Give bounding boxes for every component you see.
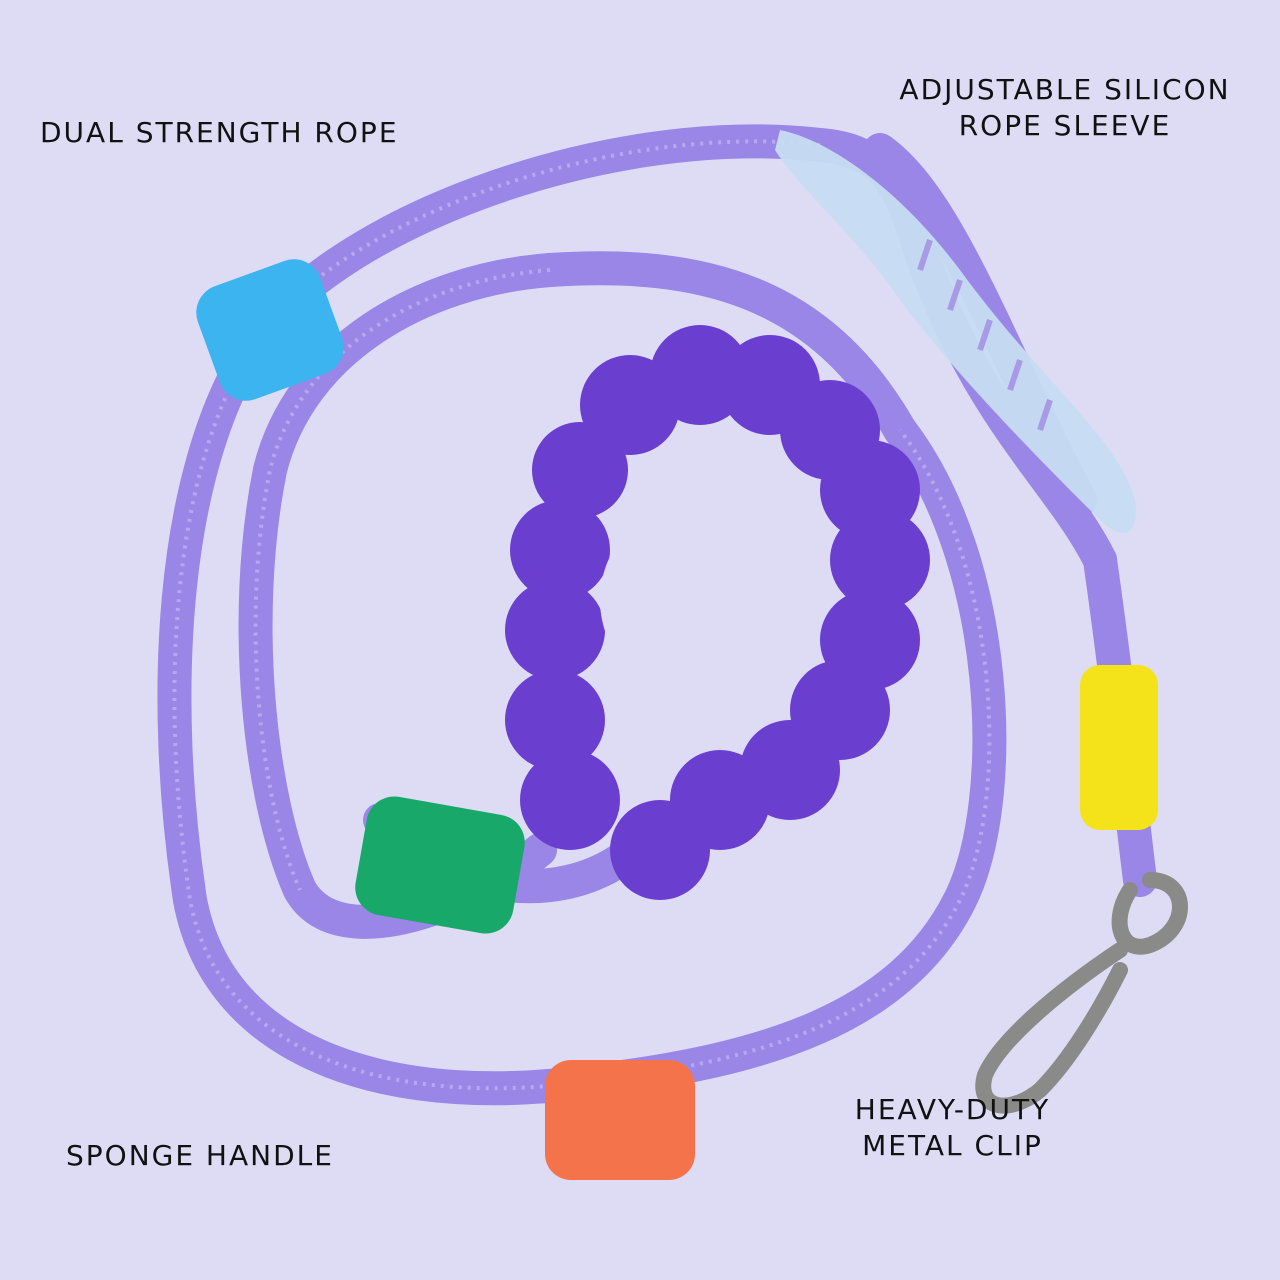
green-stopper bbox=[355, 796, 525, 934]
rope-label: DUAL STRENGTH ROPE bbox=[40, 116, 399, 149]
metal-clip bbox=[975, 872, 1188, 1114]
rope-texture bbox=[172, 139, 992, 1091]
sleeve-label: ADJUSTABLE SILICON ROPE SLEEVE bbox=[885, 72, 1245, 144]
orange-stopper bbox=[545, 1060, 695, 1180]
sleeve-label-line1: ADJUSTABLE SILICON bbox=[899, 73, 1231, 106]
yellow-stopper bbox=[1080, 665, 1158, 830]
silicon-rope-sleeve bbox=[775, 130, 1136, 534]
handle-label: SPONGE HANDLE bbox=[66, 1139, 334, 1172]
sleeve-label-line2: ROPE SLEEVE bbox=[958, 109, 1172, 142]
blue-stopper bbox=[196, 259, 344, 401]
sponge-handle bbox=[505, 325, 930, 900]
clip-label-line1: HEAVY-DUTY bbox=[854, 1093, 1051, 1126]
clip-label-line2: METAL CLIP bbox=[862, 1129, 1043, 1162]
clip-label: HEAVY-DUTY METAL CLIP bbox=[845, 1092, 1060, 1164]
